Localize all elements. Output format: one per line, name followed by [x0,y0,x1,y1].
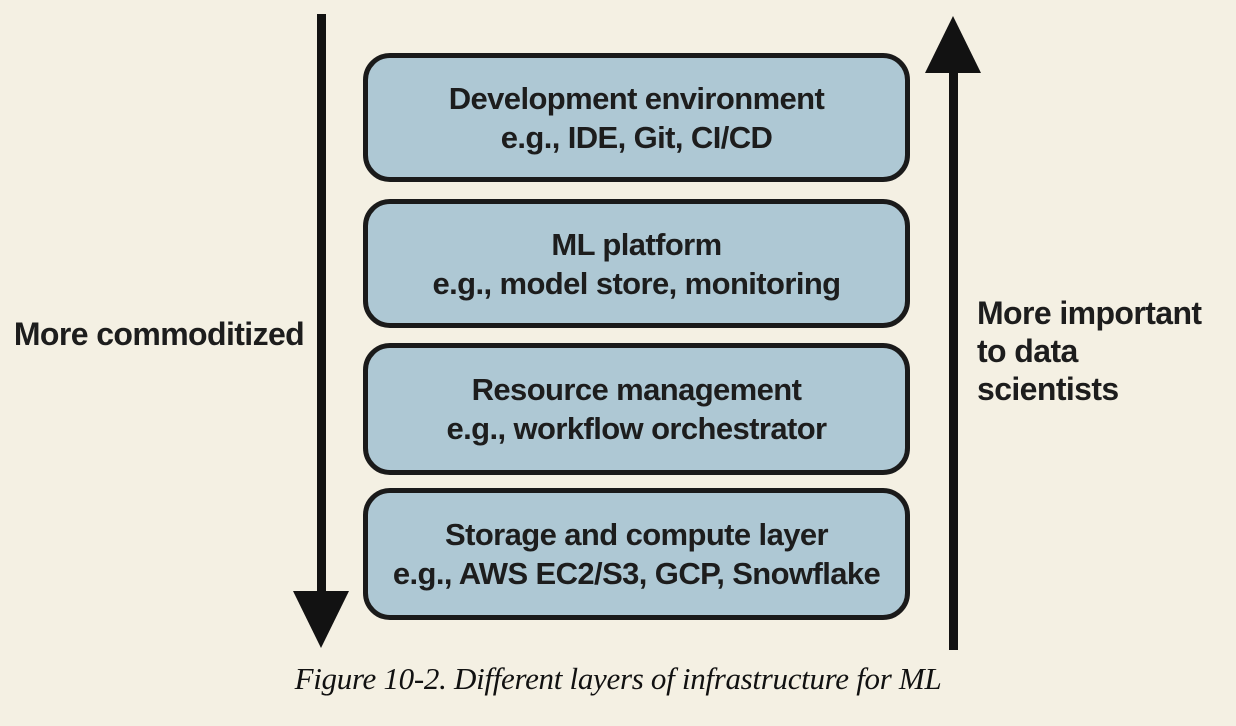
layer-examples: e.g., model store, monitoring [432,265,841,301]
layer-box-ml-platform: ML platform e.g., model store, monitorin… [363,199,910,328]
figure-caption: Figure 10-2. Different layers of infrast… [294,661,942,696]
layer-examples: e.g., IDE, Git, CI/CD [500,119,773,155]
layer-title: Resource management [471,372,802,407]
down-arrowhead-icon [293,591,349,648]
layer-box-resource-management: Resource management e.g., workflow orche… [363,343,910,475]
left-axis-label: More commoditized [13,316,305,352]
up-arrow-shaft [949,68,958,650]
layer-examples: e.g., workflow orchestrator [446,411,828,446]
layer-box-storage-and-compute: Storage and compute layer e.g., AWS EC2/… [363,488,910,620]
layer-box-development-environment: Development environment e.g., IDE, Git, … [363,53,910,182]
right-axis-label: More important to data scientists [977,294,1227,408]
layer-examples: e.g., AWS EC2/S3, GCP, Snowflake [392,556,881,591]
down-arrow-shaft [317,14,326,592]
right-axis-label-line1: More important [977,295,1202,331]
up-arrowhead-icon [925,16,981,73]
layer-title: ML platform [551,226,722,262]
right-axis-label-line2: to data scientists [977,333,1119,407]
layer-title: Development environment [448,80,825,116]
layer-title: Storage and compute layer [445,517,829,552]
